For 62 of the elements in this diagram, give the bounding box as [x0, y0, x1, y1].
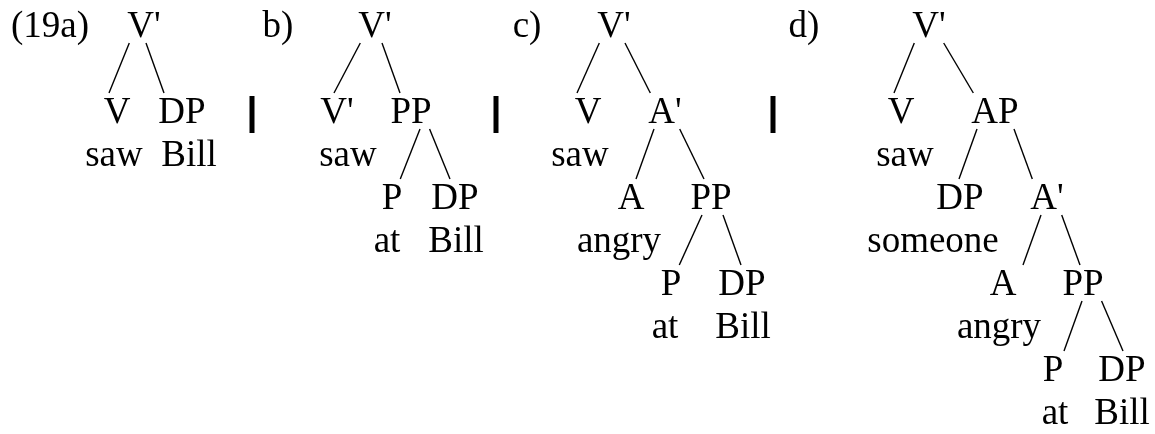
category-label: V — [103, 93, 131, 129]
branch-line — [943, 42, 975, 94]
category-label: DP — [1098, 351, 1146, 387]
example-label: d) — [788, 7, 820, 43]
word-label: saw — [85, 136, 143, 172]
category-label: A — [617, 179, 645, 215]
category-label: A' — [648, 93, 682, 129]
example-label: b) — [262, 7, 294, 43]
category-label: V' — [912, 7, 946, 43]
example-label: (19a) — [10, 7, 90, 43]
category-label: V' — [358, 7, 392, 43]
category-label: DP — [718, 265, 766, 301]
branch-line — [333, 42, 361, 94]
word-label: saw — [876, 136, 934, 172]
word-label: saw — [319, 136, 377, 172]
category-label: PP — [390, 93, 432, 129]
branch-line — [428, 128, 451, 180]
word-label: at — [373, 222, 401, 258]
category-label: PP — [1062, 265, 1104, 301]
word-label: at — [651, 308, 679, 344]
branch-line — [679, 128, 705, 180]
example-label: c) — [512, 7, 542, 43]
word-label: Bill — [715, 308, 771, 344]
category-label: DP — [158, 93, 206, 129]
word-label: someone — [867, 222, 999, 258]
branch-line — [1100, 300, 1124, 352]
branch-line — [145, 42, 165, 94]
category-label: A — [989, 265, 1017, 301]
branch-line — [678, 214, 703, 266]
category-label: P — [660, 265, 682, 301]
branch-line — [958, 128, 978, 180]
branch-line — [108, 42, 130, 94]
word-label: saw — [551, 136, 609, 172]
category-label: DP — [936, 179, 984, 215]
branch-line — [722, 214, 742, 266]
word-label: Bill — [1094, 394, 1150, 430]
branch-line — [1022, 214, 1042, 266]
word-label: Bill — [428, 222, 484, 258]
category-label: V — [574, 93, 602, 129]
branch-line — [1013, 128, 1033, 180]
branch-line — [635, 128, 655, 180]
branch-line — [1063, 300, 1083, 352]
category-label: DP — [431, 179, 479, 215]
category-label: AP — [971, 93, 1019, 129]
word-label: angry — [956, 308, 1042, 344]
category-label: V' — [597, 7, 631, 43]
word-label: at — [1041, 394, 1069, 430]
branch-line — [893, 42, 915, 94]
branch-line — [399, 128, 421, 180]
branch-line — [624, 42, 651, 94]
branch-line — [576, 42, 600, 94]
branch-line — [381, 42, 401, 94]
word-label: angry — [576, 222, 662, 258]
category-label: V — [887, 93, 915, 129]
word-label: Bill — [161, 136, 217, 172]
category-label: P — [1042, 351, 1064, 387]
category-label: P — [381, 179, 403, 215]
category-label: PP — [690, 179, 732, 215]
branch-line — [1061, 214, 1081, 266]
category-label: V' — [320, 93, 354, 129]
category-label: V' — [127, 7, 161, 43]
category-label: A' — [1030, 179, 1064, 215]
